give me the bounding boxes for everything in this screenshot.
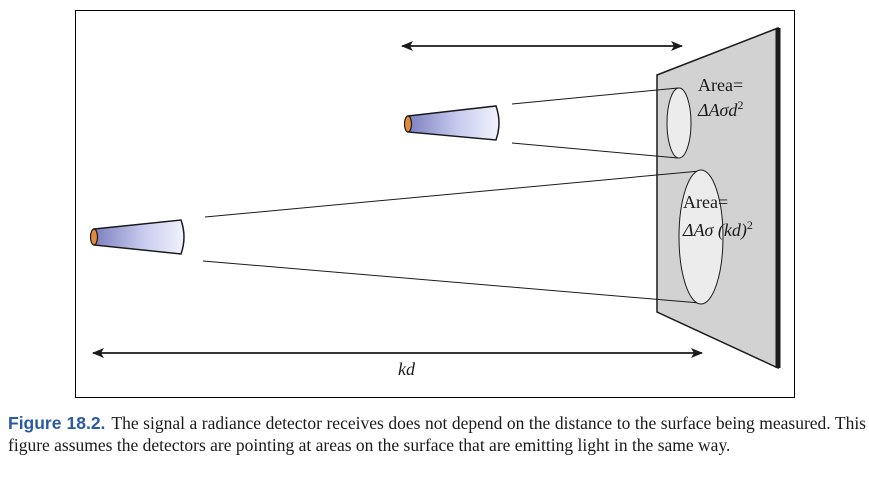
far-sightline-bottom	[202, 260, 701, 304]
large-area-label-line1: Area=	[683, 192, 728, 212]
figure-frame	[75, 10, 795, 398]
radiance-diagram: Area= ΔAσd2 Area= ΔAσ (kd)2 kd	[89, 26, 781, 379]
figure-caption: Figure 18.2.The signal a radiance detect…	[8, 412, 866, 456]
small-area-ellipse	[666, 87, 692, 159]
figure-number: Figure 18.2.	[8, 413, 106, 433]
large-area-ellipse	[678, 169, 724, 305]
large-area-label-line2: ΔAσ (kd)2	[682, 218, 753, 241]
small-area-label-line2: ΔAσd2	[697, 98, 743, 120]
near-sightline-bottom	[511, 142, 679, 159]
far-sightline-top	[204, 170, 701, 218]
distance-label: kd	[398, 359, 416, 379]
far-detector-tip	[89, 228, 99, 246]
near-detector	[403, 105, 500, 141]
caption-text: The signal a radiance detector receives …	[8, 413, 866, 455]
near-detector-tip	[403, 115, 413, 133]
far-detector	[89, 219, 185, 255]
near-sightline-top	[511, 87, 679, 105]
small-area-label-line1: Area=	[698, 75, 743, 95]
